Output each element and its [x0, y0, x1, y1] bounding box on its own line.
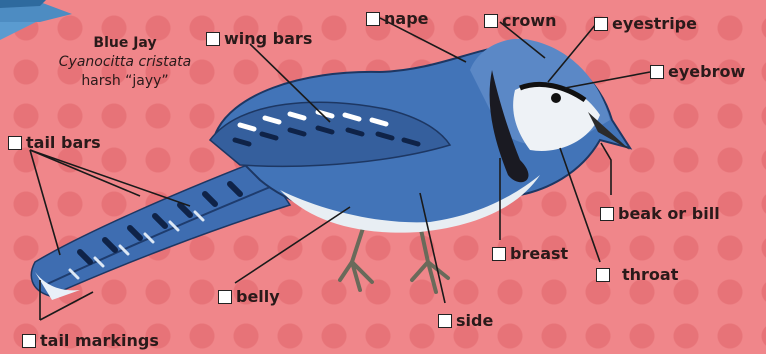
figure-caption: Blue Jay Cyanocitta cristata harsh “jayy…: [40, 34, 210, 91]
checkbox-icon: [594, 17, 608, 31]
label-tail-markings: tail markings: [22, 332, 159, 350]
label-eyestripe: eyestripe: [594, 15, 697, 33]
label-nape: nape: [366, 10, 429, 28]
label-breast-text: breast: [510, 245, 568, 263]
label-eyestripe-text: eyestripe: [612, 15, 697, 33]
label-eyebrow-text: eyebrow: [668, 63, 745, 81]
label-beak-or-bill: beak or bill: [600, 205, 720, 223]
checkbox-icon: [650, 65, 664, 79]
label-breast: breast: [492, 245, 568, 263]
label-crown: crown: [484, 12, 557, 30]
checkbox-icon: [8, 136, 22, 150]
label-belly: belly: [218, 288, 280, 306]
label-nape-text: nape: [384, 10, 429, 28]
label-wing-bars: wing bars: [206, 30, 312, 48]
checkbox-icon: [596, 268, 610, 282]
checkbox-icon: [22, 334, 36, 348]
label-side: side: [438, 312, 493, 330]
checkbox-icon: [206, 32, 220, 46]
label-tail-bars: tail bars: [8, 134, 101, 152]
label-side-text: side: [456, 312, 493, 330]
call-description: harsh “jayy”: [40, 72, 210, 91]
label-eyebrow: eyebrow: [650, 63, 745, 81]
checkbox-icon: [484, 14, 498, 28]
label-throat-text: throat: [622, 266, 678, 284]
label-tail-bars-text: tail bars: [26, 134, 101, 152]
label-tail-markings-text: tail markings: [40, 332, 159, 350]
checkbox-icon: [218, 290, 232, 304]
checkbox-icon: [600, 207, 614, 221]
label-belly-text: belly: [236, 288, 280, 306]
bird-tail: [31, 160, 290, 300]
checkbox-icon: [438, 314, 452, 328]
label-wing-bars-text: wing bars: [224, 30, 312, 48]
label-throat: throat: [596, 266, 678, 284]
label-crown-text: crown: [502, 12, 557, 30]
checkbox-icon: [366, 12, 380, 26]
species-name: Blue Jay: [40, 34, 210, 53]
label-beak-or-bill-text: beak or bill: [618, 205, 720, 223]
scientific-name: Cyanocitta cristata: [40, 53, 210, 72]
checkbox-icon: [492, 247, 506, 261]
